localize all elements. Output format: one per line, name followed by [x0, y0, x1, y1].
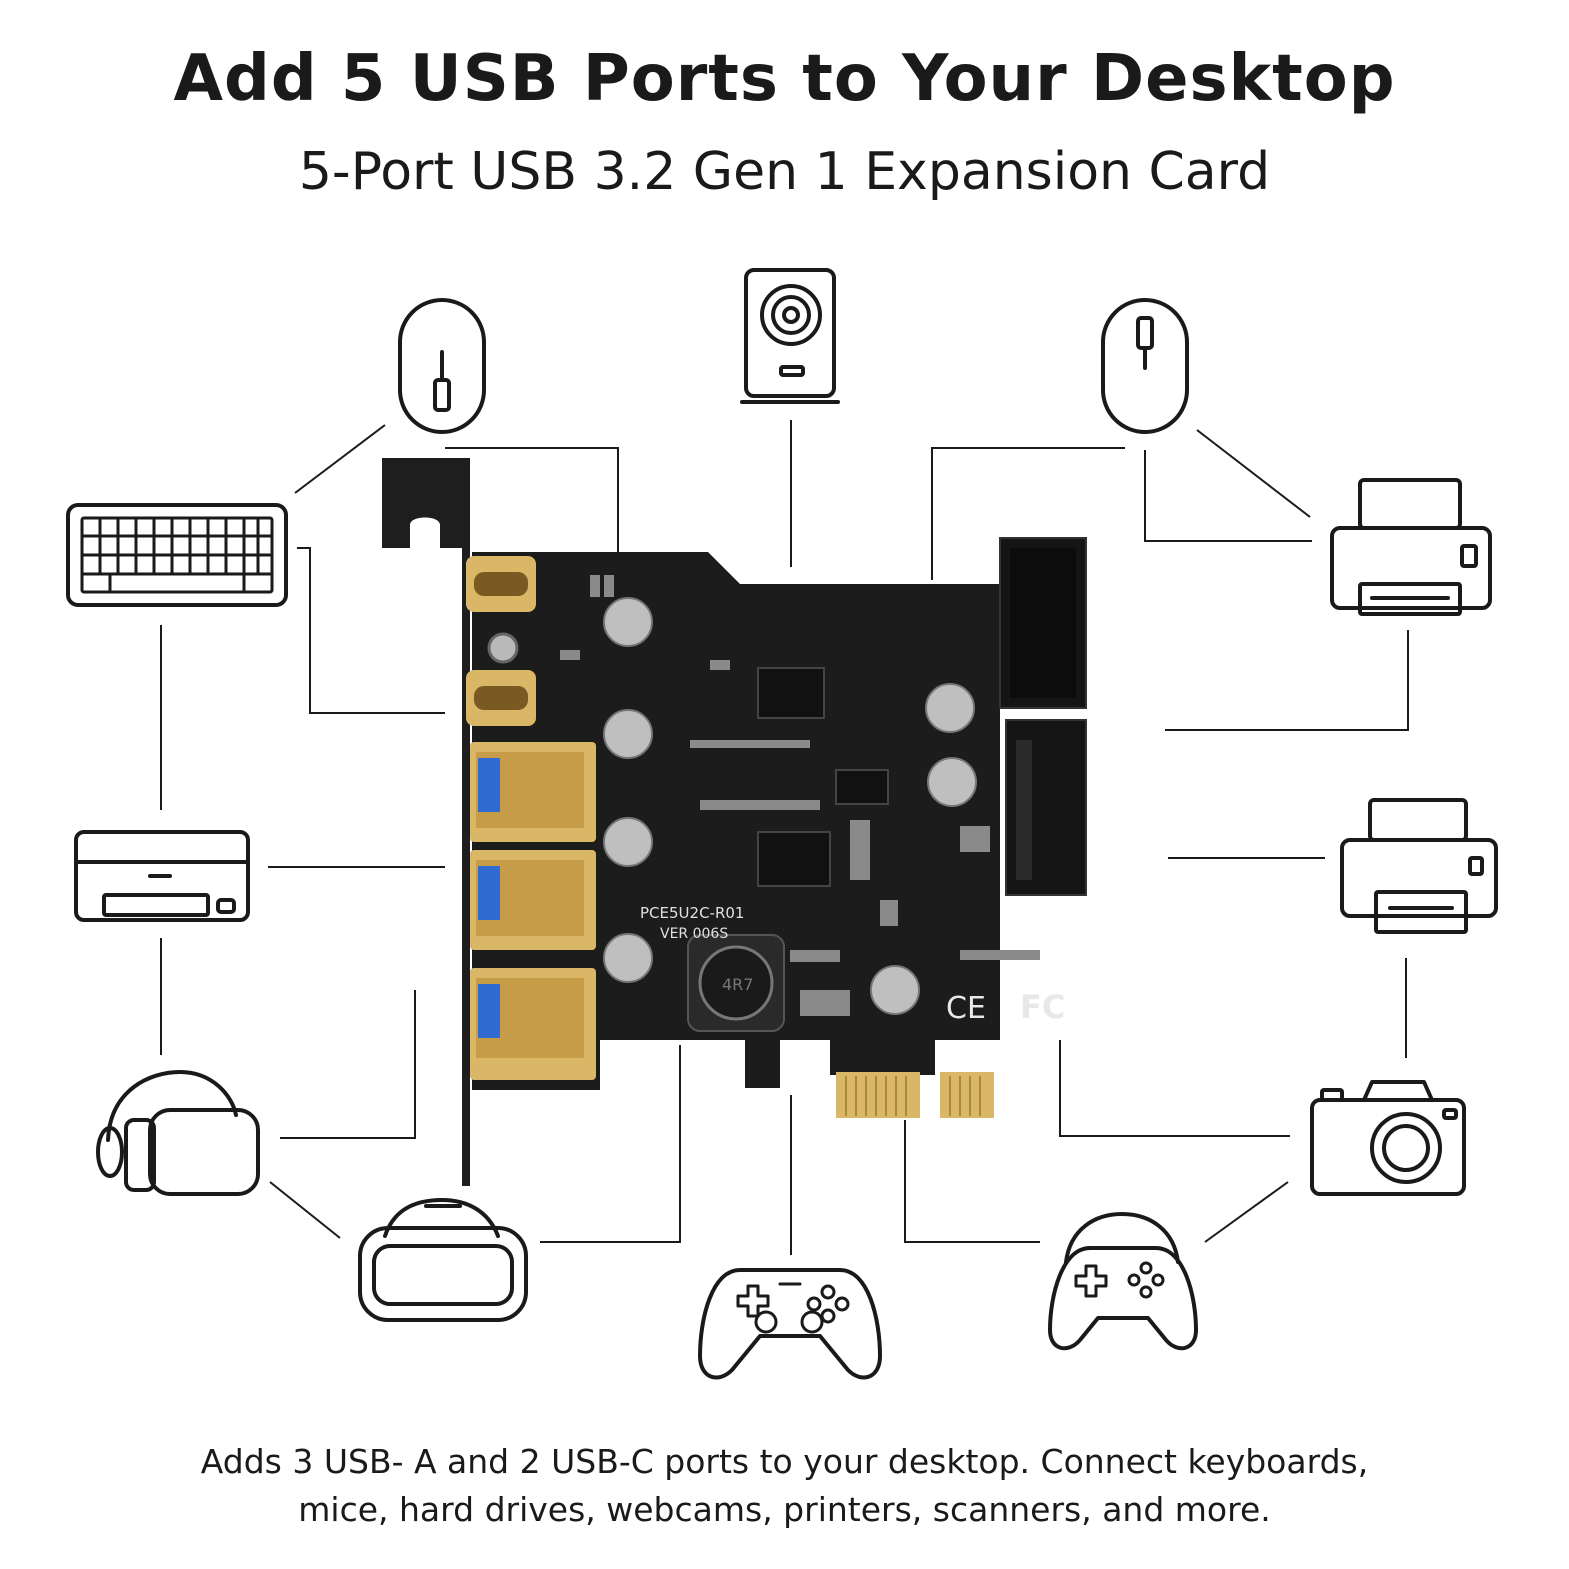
gold-fingers: [836, 1072, 994, 1118]
controller-chip: [757, 667, 825, 719]
inductor-label: 4R7: [722, 975, 753, 994]
caption: Adds 3 USB- A and 2 USB-C ports to your …: [0, 1438, 1569, 1534]
caption-line-2: mice, hard drives, webcams, printers, sc…: [298, 1490, 1271, 1529]
usb-a-port: [470, 850, 596, 950]
printer-icon: [1340, 798, 1498, 934]
usb-c-port: [466, 556, 536, 612]
inductor: [687, 934, 785, 1032]
page-title: Add 5 USB Ports to Your Desktop: [173, 42, 1396, 116]
webcam-icon: [740, 268, 840, 404]
vr-headset-icon: [96, 1070, 260, 1196]
keyboard-icon: [66, 503, 288, 607]
fc-mark: FC: [1020, 988, 1065, 1026]
caption-line-1: Adds 3 USB- A and 2 USB-C ports to your …: [200, 1442, 1369, 1481]
printer-icon: [1330, 478, 1492, 616]
controller-chip: [757, 831, 831, 887]
connector-lines: [160, 420, 1409, 1255]
usb-a-port: [470, 968, 596, 1080]
vr-headset-icon: [358, 1198, 528, 1322]
mouse-icon: [398, 298, 486, 434]
ce-mark: CE: [946, 991, 986, 1026]
usb-a-port: [470, 742, 596, 842]
card-model-label: PCE5U2C-R01: [640, 904, 744, 922]
capacitor: [603, 597, 977, 1015]
mouse-icon: [1101, 298, 1189, 434]
camera-icon: [1310, 1080, 1466, 1196]
hard-drive-icon: [74, 830, 250, 922]
gamepad-icon: [1048, 1212, 1198, 1351]
card-bracket: [382, 458, 470, 1186]
usb-expansion-card: [382, 458, 1087, 1186]
page-subtitle: 5-Port USB 3.2 Gen 1 Expansion Card: [298, 142, 1271, 202]
gamepad-icon: [698, 1268, 882, 1380]
card-version-label: VER 006S: [660, 926, 728, 942]
usb-c-port: [466, 670, 536, 726]
